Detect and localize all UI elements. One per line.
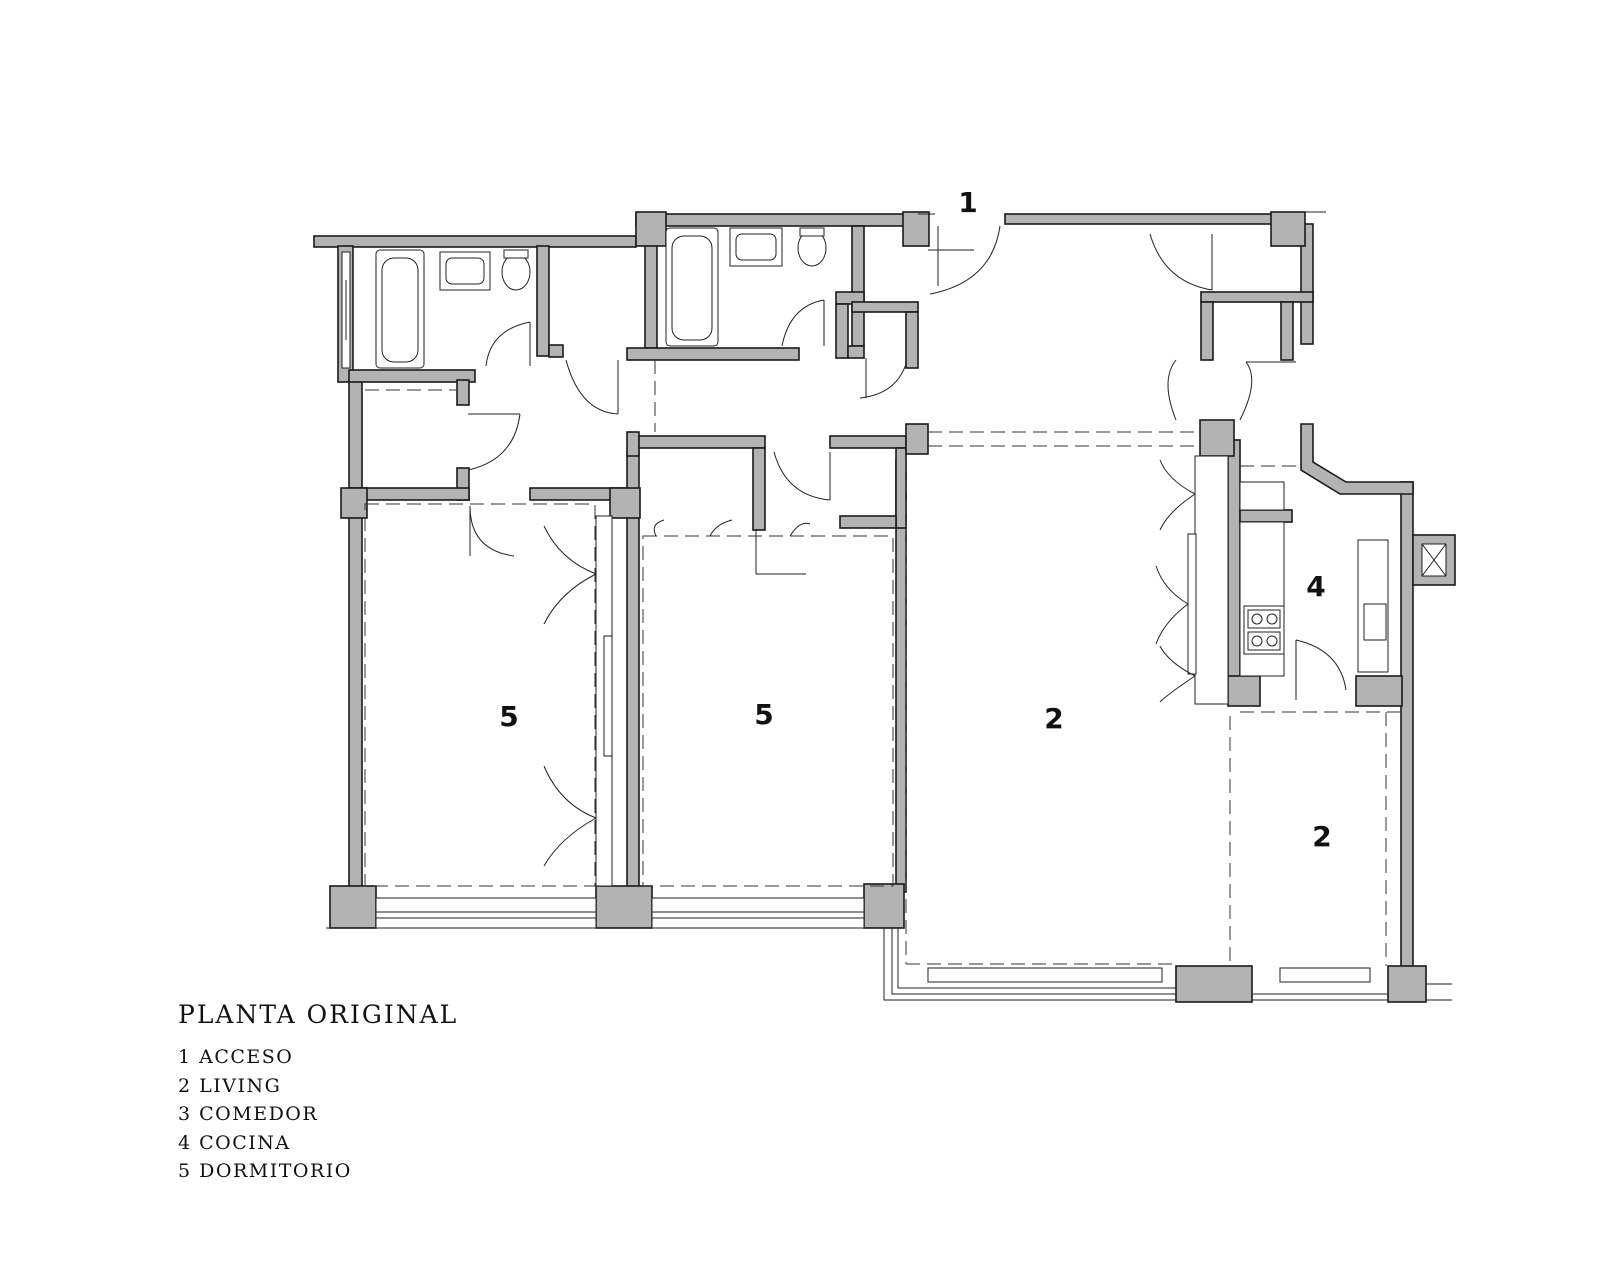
columns [329, 211, 1427, 1003]
room-label-kitchen: 4 [1306, 570, 1325, 603]
wardrobes [543, 455, 1229, 887]
bathroom-fixtures [341, 227, 827, 369]
kitchen-fixtures [1239, 481, 1389, 677]
plan-title: PLANTA ORIGINAL [178, 1000, 459, 1029]
interior-walls [348, 225, 1314, 701]
room-label-living-main: 2 [1044, 702, 1063, 735]
windows [326, 211, 1452, 1001]
ceiling-lines [364, 360, 1400, 966]
room-label-access: 1 [958, 186, 977, 219]
legend-item-access: 1 ACCESO [178, 1046, 294, 1068]
legend-item-bedroom: 5 DORMITORIO [178, 1160, 352, 1182]
doors [467, 225, 1347, 700]
plan-legend: PLANTA ORIGINAL 1 ACCESO 2 LIVING 3 COME… [178, 1000, 458, 1186]
room-label-living-secondary: 2 [1312, 820, 1331, 853]
room-label-bedroom-left: 5 [499, 700, 518, 733]
room-labels: 1 5 5 2 2 4 [499, 186, 1331, 853]
legend-item-kitchen: 4 COCINA [178, 1131, 291, 1154]
legend-item-dining: 3 COMEDOR [178, 1103, 319, 1125]
legend-item-living: 2 LIVING [178, 1074, 282, 1097]
room-label-bedroom-right: 5 [754, 698, 773, 731]
